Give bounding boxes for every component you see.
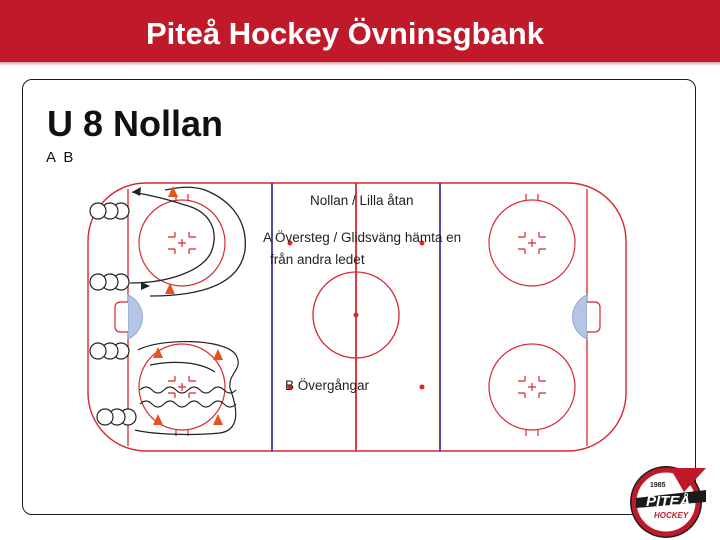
skating-path-a [129, 191, 215, 284]
neutral-dot [287, 384, 293, 390]
faceoff-circle-bottom-left [138, 343, 226, 431]
drill-a-label-line2: från andra ledet [270, 252, 365, 267]
skating-path-b [139, 400, 237, 408]
header-bar: Piteå Hockey Övninsgbank [0, 0, 720, 62]
faceoff-circle-top-left [138, 199, 226, 287]
center-circle [312, 271, 400, 359]
logo-year: 1985 [650, 482, 666, 489]
faceoff-circle-top-right [488, 199, 576, 287]
drill-b-label: B Övergångar [285, 378, 370, 393]
skating-path-b-inner [149, 361, 216, 373]
pitea-hockey-logo: 1985 PITEÅ HOCKEY [630, 466, 706, 538]
drill-a-label-line1: A Översteg / Glidsväng hämta en [263, 230, 462, 245]
goal-net-right [587, 301, 601, 333]
logo-word: HOCKEY [654, 511, 689, 520]
skating-path-b-outline [134, 340, 239, 436]
drill-name-label: Nollan / Lilla åtan [310, 193, 414, 208]
page-title: Piteå Hockey Övninsgbank [146, 16, 544, 51]
neutral-dot [419, 240, 425, 246]
goal-crease-left [127, 294, 143, 340]
player-group [89, 202, 137, 426]
goal-net-left [114, 301, 128, 333]
slide-subtitle: A B [46, 149, 76, 166]
content-frame [22, 79, 696, 515]
slide-title: U 8 Nollan [47, 103, 224, 144]
rink-outline [87, 182, 627, 452]
goal-crease-right [572, 294, 588, 340]
center-dot [353, 312, 359, 318]
arrow-head [132, 187, 141, 196]
logo-name: PITEÅ [646, 493, 690, 510]
neutral-dot [287, 240, 293, 246]
skating-path-a-outer [149, 186, 246, 297]
faceoff-circle-bottom-right [488, 343, 576, 431]
neutral-dot [419, 384, 425, 390]
cone-group [153, 186, 223, 425]
arrow-head [141, 282, 150, 290]
header-shadow [0, 62, 720, 66]
skating-path-b [139, 386, 237, 394]
